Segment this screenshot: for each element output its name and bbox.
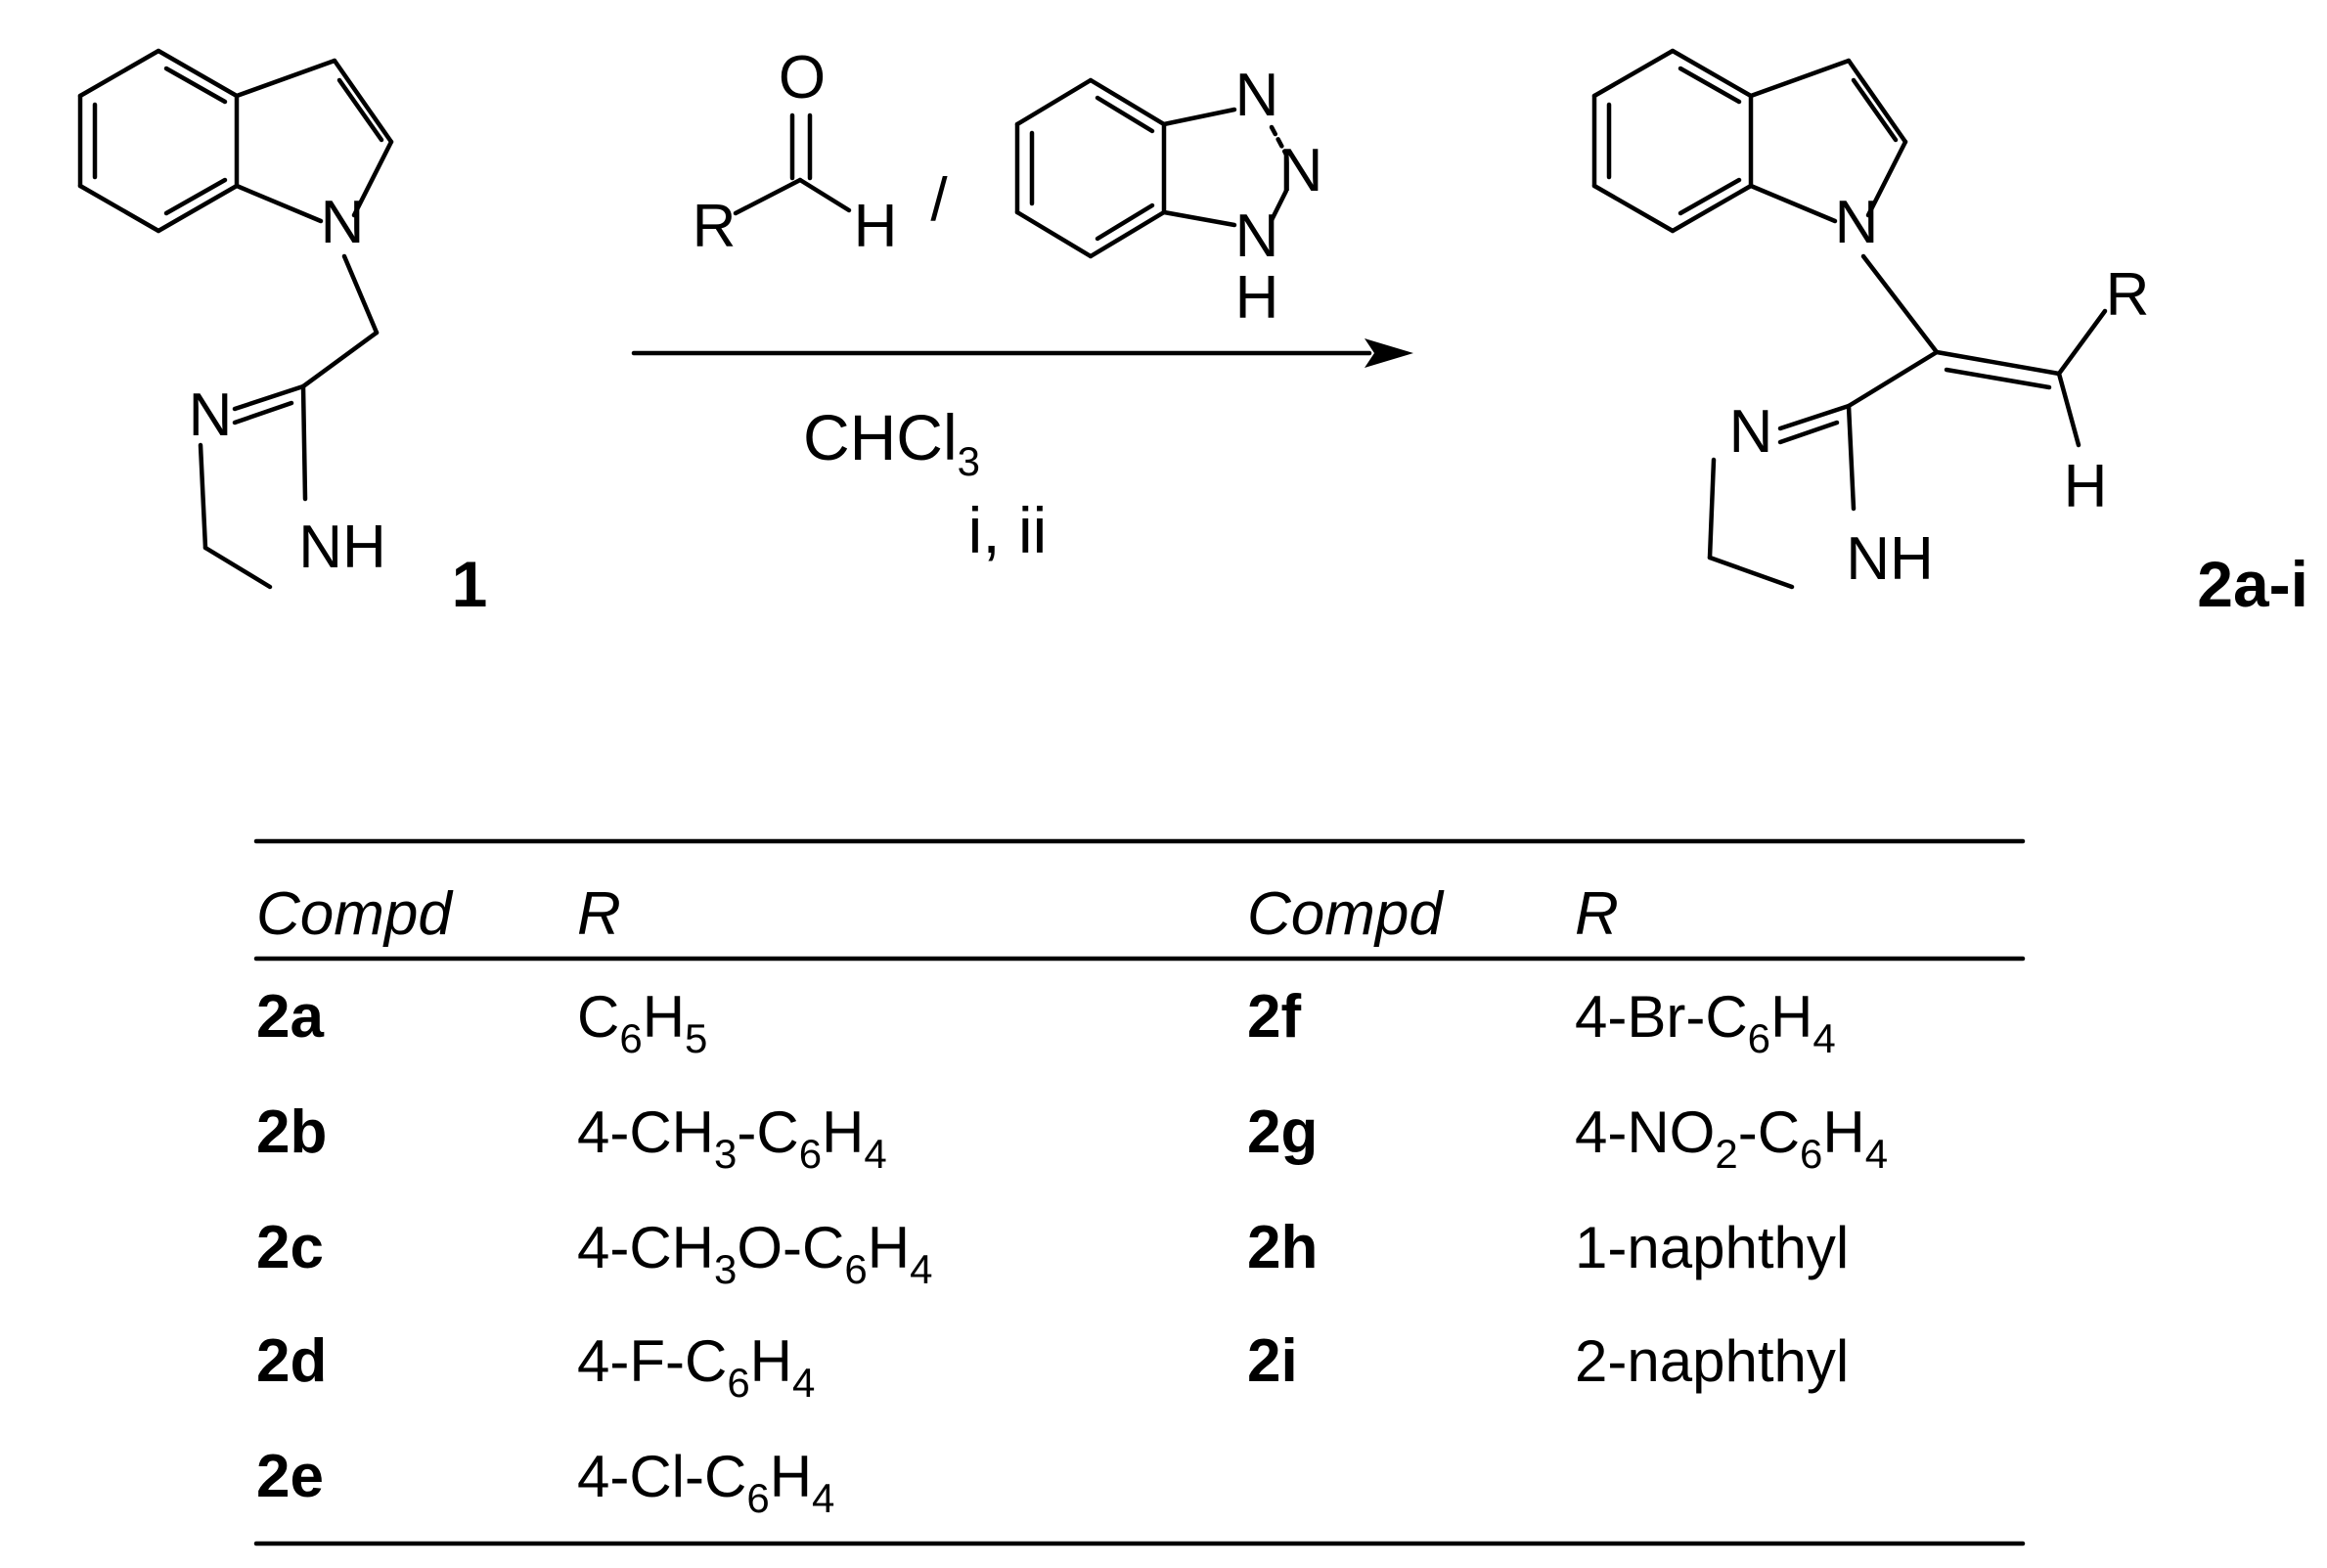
atom-n-imine: N bbox=[189, 381, 233, 449]
aldehyde-reagent: O R H bbox=[693, 44, 898, 260]
atom-n-indole: N bbox=[321, 189, 365, 256]
compound-label-2a-i: 2a-i bbox=[2197, 548, 2308, 620]
indole-benzene-ring bbox=[77, 48, 240, 234]
cell-compd-left: 2e bbox=[256, 1443, 324, 1510]
benzotriazole-n1: N bbox=[1235, 62, 1279, 129]
benzotriazole-n3: N bbox=[1235, 202, 1279, 270]
vinyl-to-r-bond bbox=[2056, 308, 2108, 377]
indole-pyrrole-ring bbox=[234, 58, 394, 224]
reactant-1-structure: N N NH 1 bbox=[77, 48, 488, 620]
cell-r-left: 4-F-C6H4 bbox=[577, 1328, 815, 1406]
n-to-vinyl-bond bbox=[1860, 253, 1940, 355]
table-rows: 2a C6H5 2b 4-CH3-C6H4 2c 4-CH3O-C6H4 2d 4-F-C6H… bbox=[256, 983, 1888, 1521]
cell-r-right: 1-naphthyl bbox=[1575, 1215, 1849, 1280]
reagent-separator: / bbox=[930, 166, 948, 234]
cell-r-left: 4-CH3-C6H4 bbox=[577, 1099, 887, 1177]
product-imidazoline-ring bbox=[1707, 403, 1857, 590]
ch2-bond bbox=[341, 253, 380, 336]
cell-compd-left: 2a bbox=[256, 983, 324, 1051]
product-structure: N R H N NH 2a-i bbox=[1591, 48, 2308, 620]
reaction-arrow bbox=[631, 338, 1413, 368]
cell-r-right: 2-naphthyl bbox=[1575, 1328, 1849, 1394]
product-indole-pyrrole-ring bbox=[1748, 58, 1908, 224]
cell-compd-left: 2c bbox=[256, 1214, 324, 1281]
cell-r-right: 4-Br-C6H4 bbox=[1575, 984, 1836, 1061]
cell-r-left: C6H5 bbox=[577, 984, 707, 1061]
conditions-label: i, ii bbox=[968, 494, 1048, 566]
cell-compd-right: 2f bbox=[1247, 983, 1301, 1051]
substituent-table: Compd R Compd R 2a C6H5 2b 4-CH3-C6H4 2c 4-CH… bbox=[253, 838, 2026, 1546]
benzotriazole-reagent bbox=[1014, 77, 1289, 259]
product-substituent-r: R bbox=[2106, 261, 2150, 329]
aldehyde-r: R bbox=[693, 193, 737, 260]
product-atom-n-imine: N bbox=[1729, 398, 1773, 466]
product-vinyl-h: H bbox=[2064, 453, 2108, 520]
cell-r-left: 4-Cl-C6H4 bbox=[577, 1444, 834, 1521]
atom-nh: NH bbox=[298, 514, 386, 581]
imidazoline-ring bbox=[198, 383, 308, 590]
product-indole-benzene-ring bbox=[1591, 48, 1754, 234]
cell-compd-right: 2h bbox=[1247, 1214, 1318, 1281]
cell-compd-left: 2b bbox=[256, 1098, 327, 1166]
vinyl-to-imidazoline-bond bbox=[1846, 349, 1940, 409]
cell-r-right: 4-NO2-C6H4 bbox=[1575, 1099, 1888, 1177]
cell-r-left: 4-CH3O-C6H4 bbox=[577, 1215, 932, 1292]
benzotriazole-h: H bbox=[1235, 264, 1279, 332]
header-compd-left: Compd bbox=[256, 880, 454, 948]
aldehyde-h: H bbox=[854, 193, 898, 260]
cell-compd-right: 2g bbox=[1247, 1098, 1318, 1166]
solvent-label: CHCl3 bbox=[803, 401, 980, 484]
ch2-to-imidazoline-bond bbox=[300, 330, 380, 389]
aldehyde-oxygen: O bbox=[779, 44, 826, 112]
vinyl-to-h-bond bbox=[2056, 371, 2081, 448]
compound-label-1: 1 bbox=[452, 548, 488, 620]
header-r-right: R bbox=[1575, 880, 1619, 948]
header-compd-right: Compd bbox=[1247, 880, 1445, 948]
product-atom-n-indole: N bbox=[1835, 189, 1879, 256]
benzotriazole-n2: N bbox=[1279, 137, 1323, 204]
product-atom-nh: NH bbox=[1846, 525, 1934, 593]
cell-compd-right: 2i bbox=[1247, 1327, 1298, 1395]
cell-compd-left: 2d bbox=[256, 1327, 327, 1395]
vinyl-double-bond bbox=[1934, 349, 2062, 390]
header-r-left: R bbox=[577, 880, 621, 948]
